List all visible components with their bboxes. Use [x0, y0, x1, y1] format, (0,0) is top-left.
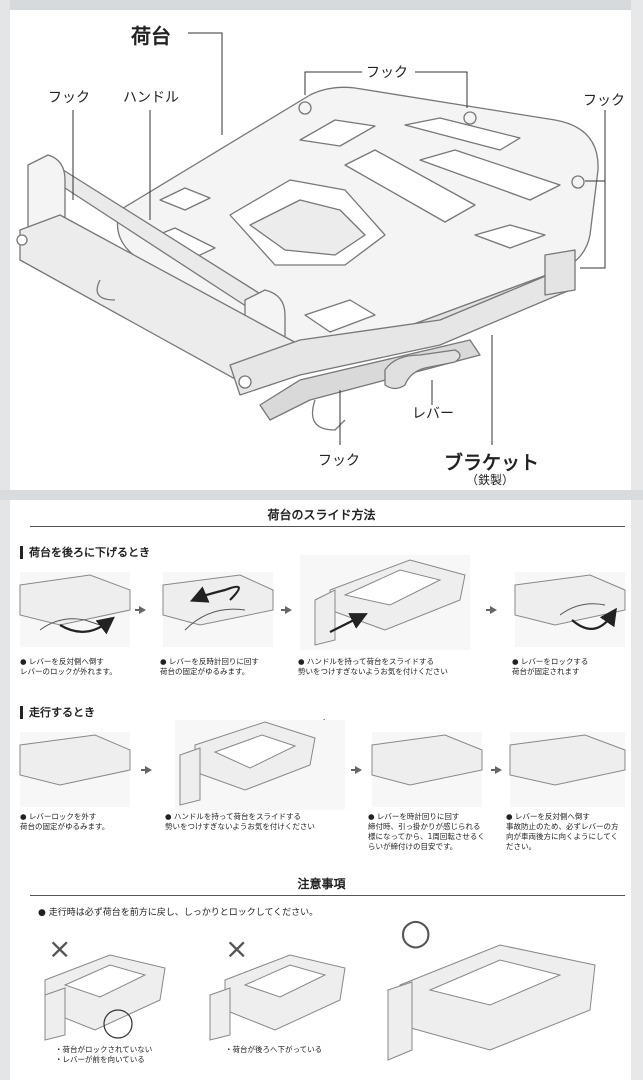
back-step-2: ● レバーを反時計回りに回す荷台の固定がゆるみます。: [160, 657, 259, 676]
ok-mark: ○: [400, 912, 432, 953]
label-hook-right: フック: [583, 93, 625, 109]
hook-bottom: [311, 399, 346, 431]
ng-mark-2: ×: [225, 932, 249, 965]
next-arrow: [490, 606, 497, 614]
rotate-arrow: [189, 585, 240, 603]
platform-slot: [159, 187, 211, 211]
slide-section-title: 荷台のスライド方法: [267, 508, 376, 522]
caution-section-title: 注意事項: [297, 877, 346, 891]
caution-main-note: ● 走行時は必ず荷台を前方に戻し、しっかりとロックしてください。: [38, 908, 319, 918]
hook-top-right: [463, 111, 477, 125]
drive-step-4: ● レバーを反対側へ倒す事故防止のため、必ずレバーの方向が車両後方に向くようにし…: [506, 812, 619, 851]
title-rule: [30, 526, 625, 527]
next-arrow: [285, 606, 292, 614]
next-arrow: [355, 766, 362, 774]
label-hook-bottom: フック: [318, 453, 360, 469]
left-border: [0, 0, 10, 1080]
drive-step-3: ● レバーを時計回りに回す締付時、引っ掛かりが感じられる様になってから、1周回転…: [368, 812, 485, 851]
label-bracket-material: （鉄製）: [466, 473, 515, 487]
back-step-4: ● レバーをロックする荷台が固定されます: [512, 657, 589, 676]
ng-mark-1: ×: [48, 932, 72, 965]
rotate-arrow: [571, 607, 617, 630]
right-border: [631, 0, 643, 1080]
caution-note-2: ・荷台が後ろへ下がっている: [225, 1045, 323, 1054]
hook-top-left: [298, 101, 312, 115]
next-arrow: [139, 606, 146, 614]
drive-heading: 走行するとき: [20, 706, 95, 719]
cargo-rack-diagram: [16, 32, 606, 445]
top-border: [0, 0, 643, 10]
platform-slot: [344, 149, 476, 223]
lever: [384, 349, 461, 390]
bolt: [16, 234, 28, 246]
platform-slot: [304, 299, 376, 333]
hook-right-clamp: [544, 249, 576, 296]
section-divider: [0, 490, 643, 500]
slide-arrow: [329, 613, 368, 633]
label-hook-top: フック: [366, 65, 408, 81]
title-rule: [30, 895, 625, 896]
back-step-1: ● レバーを反対側へ倒すレバーのロックが外れます。: [20, 657, 117, 676]
platform-slot: [404, 117, 521, 151]
drive-step-2: ● ハンドルを持って荷台をスライドする勢いをつけすぎないようお気を付けください: [165, 812, 315, 831]
drive-step-1: ● レバーロックを外す荷台の固定がゆるみます。: [20, 812, 110, 831]
highlight-circle: [103, 1009, 133, 1039]
caution-note-1: ・荷台がロックされていない・レバーが前を向いている: [55, 1045, 153, 1064]
label-hook-left: フック: [48, 90, 90, 106]
label-lever: レバー: [412, 406, 454, 422]
label-cargo-rack: 荷台: [131, 24, 171, 48]
platform-slot: [419, 149, 561, 201]
bolt: [238, 375, 252, 389]
hook-left: [96, 279, 116, 301]
platform-slot: [299, 119, 376, 147]
platform-slot: [474, 224, 546, 249]
next-arrow: [145, 766, 152, 774]
rotate-arrow: [59, 616, 115, 635]
hook-right: [571, 175, 585, 189]
back-step-3: ● ハンドルを持って荷台をスライドする勢いをつけすぎないようお気を付けください: [298, 657, 448, 676]
label-bracket: ブラケット: [444, 452, 540, 474]
next-arrow: [495, 766, 502, 774]
label-handle: ハンドル: [123, 90, 179, 106]
back-heading: 荷台を後ろに下げるとき: [20, 546, 150, 559]
